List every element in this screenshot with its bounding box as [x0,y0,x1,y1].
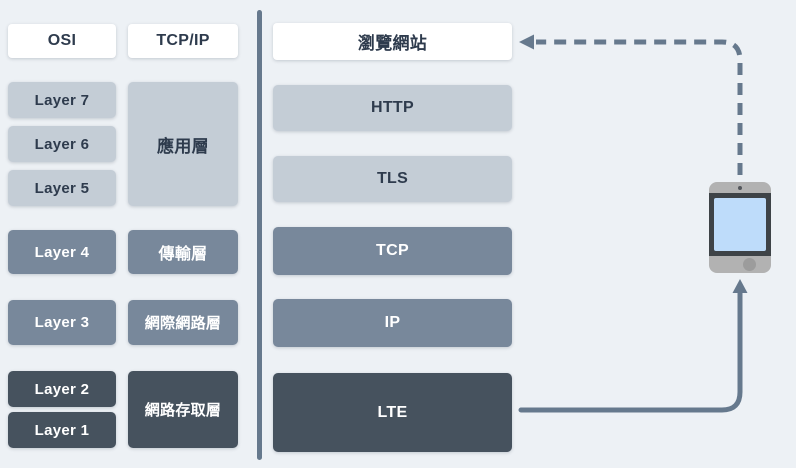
tcpip-application-layer-box: 應用層 [128,82,238,206]
osi-layer-7-box: Layer 7 [8,82,116,118]
protocol-http-box: HTTP [273,85,512,131]
protocol-ip-box: IP [273,299,512,347]
tcpip-transport-layer-box: 傳輸層 [128,230,238,274]
osi-layer-3-box: Layer 3 [8,300,116,345]
phone-home-button-icon [743,258,756,271]
osi-layer-1-box: Layer 1 [8,412,116,448]
phone-camera-dot-icon [738,186,742,190]
phone-screen [714,198,766,251]
column-divider [257,10,262,460]
smartphone-icon [709,182,771,273]
osi-layer-6-box: Layer 6 [8,126,116,162]
response-arrow-line [536,39,743,175]
tcpip-column-header: TCP/IP [128,24,238,58]
tcpip-network-access-layer-box: 網路存取層 [128,371,238,448]
osi-column-header: OSI [8,24,116,58]
osi-layer-4-box: Layer 4 [8,230,116,274]
protocol-tcp-box: TCP [273,227,512,275]
response-arrowhead-icon [519,34,534,50]
protocol-lte-box: LTE [273,373,512,452]
uplink-arrow-line [518,290,743,413]
example-column-header: 瀏覽網站 [273,23,512,60]
protocol-tls-box: TLS [273,156,512,202]
uplink-arrowhead-icon [732,279,748,293]
tcpip-internet-layer-box: 網際網路層 [128,300,238,345]
osi-layer-2-box: Layer 2 [8,371,116,407]
osi-layer-5-box: Layer 5 [8,170,116,206]
